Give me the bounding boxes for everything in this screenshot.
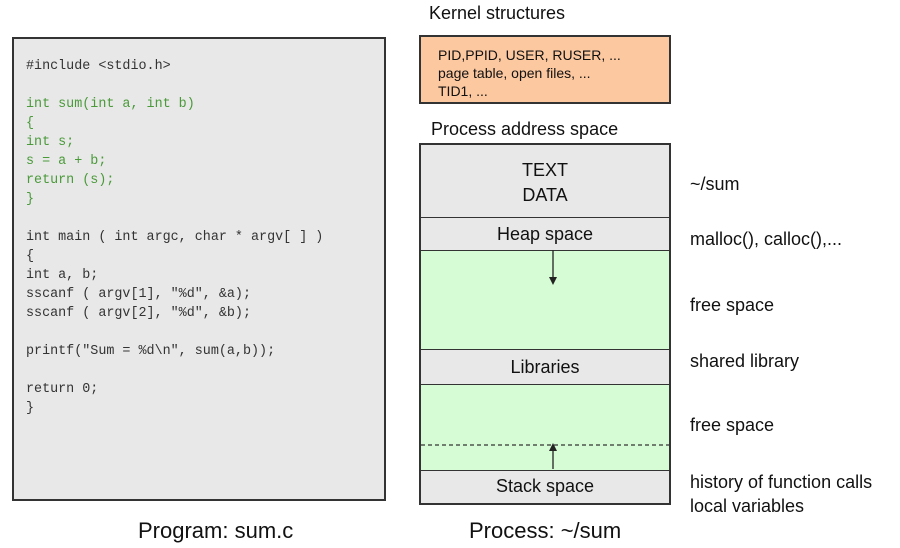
code-panel: #include <stdio.h> int sum(int a, int b) {… (12, 37, 386, 501)
side-label-free-lower: free space (690, 415, 775, 435)
code-line: return 0; (26, 382, 99, 397)
code-line: s = a + b; (26, 154, 107, 169)
side-label-libraries: shared library (690, 351, 800, 371)
address-space-column: TEXT DATA Heap space Libraries Stack spa… (419, 143, 671, 505)
code-line: sscanf ( argv[1], "%d", &a); (26, 287, 251, 302)
text-data-segment: TEXT DATA (421, 145, 669, 218)
side-label-stack-line2: local variables (690, 496, 805, 516)
code-line: int sum(int a, int b) (26, 97, 195, 112)
side-label-text-data: ~/sum (690, 174, 740, 194)
heap-segment-label: Heap space (496, 224, 594, 244)
data-segment-label: DATA (522, 185, 568, 205)
code-line: int s; (26, 135, 75, 150)
stack-segment: Stack space (421, 471, 669, 503)
process-caption: Process: ~/sum (469, 518, 622, 543)
program-caption: Program: sum.c (138, 518, 294, 543)
kernel-line: TID1, ... (438, 83, 488, 99)
code-line: int a, b; (26, 268, 99, 283)
code-line: return (s); (26, 173, 115, 188)
code-line: { (26, 116, 35, 131)
address-space-heading: Process address space (431, 119, 619, 139)
free-space-upper (421, 251, 669, 350)
free-space-lower (421, 385, 669, 471)
libraries-segment: Libraries (421, 350, 669, 385)
side-label-stack-line1: history of function calls (690, 472, 873, 492)
kernel-line: page table, open files, ... (438, 65, 591, 81)
code-line: { (26, 249, 35, 264)
code-line: } (26, 192, 35, 207)
code-line: #include <stdio.h> (26, 59, 171, 74)
heap-segment: Heap space (421, 218, 669, 251)
stack-segment-label: Stack space (495, 476, 595, 496)
text-segment-label: TEXT (521, 160, 568, 180)
kernel-structures-box: PID,PPID, USER, RUSER, ... page table, o… (419, 35, 671, 104)
side-label-free-upper: free space (690, 295, 775, 315)
side-label-heap: malloc(), calloc(),... (690, 229, 843, 249)
kernel-line: PID,PPID, USER, RUSER, ... (438, 47, 621, 63)
code-line: } (26, 401, 35, 416)
libraries-segment-label: Libraries (510, 357, 580, 377)
code-line: sscanf ( argv[2], "%d", &b); (26, 306, 251, 321)
code-line: int main ( int argc, char * argv[ ] ) (26, 230, 324, 245)
code-line: printf("Sum = %d\n", sum(a,b)); (26, 344, 276, 359)
kernel-heading: Kernel structures (429, 3, 566, 23)
